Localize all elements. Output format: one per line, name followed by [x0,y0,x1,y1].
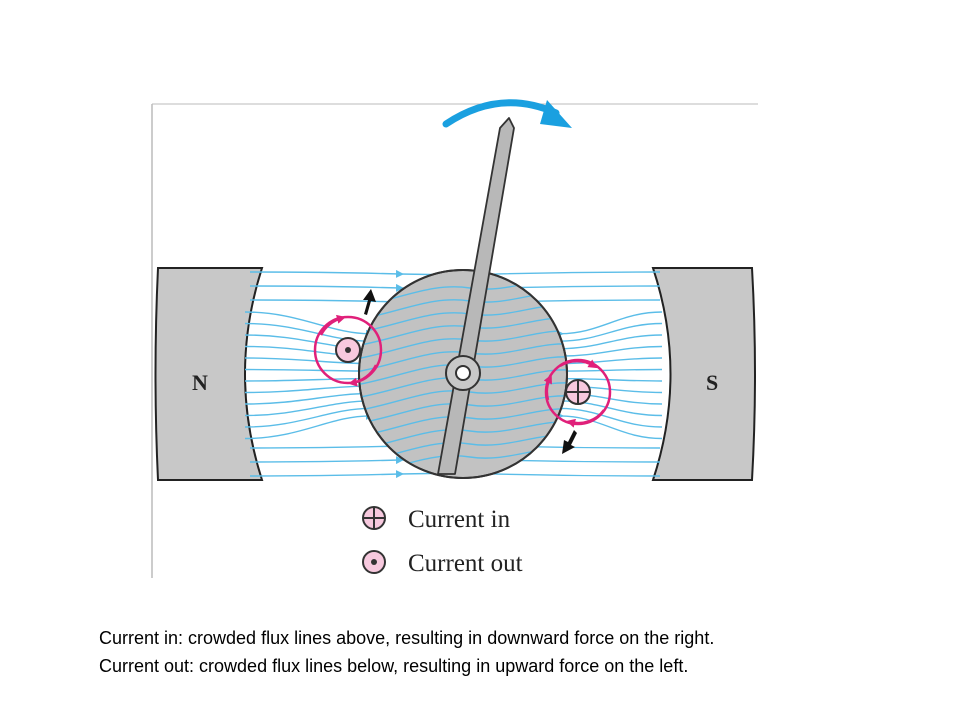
downward-force-arrow [562,430,577,454]
legend-current-out-symbol [362,550,386,574]
caption: Current in: crowded flux lines above, re… [99,624,939,680]
south-pole-magnet [651,267,756,481]
armature-flux-line [359,408,567,439]
legend-current-in-symbol [362,506,386,530]
legend-current-in-label: Current in [408,506,511,533]
conductor-current-in [543,358,612,428]
caption-line-1: Current in: crowded flux lines above, re… [99,628,715,648]
north-pole-magnet [154,267,264,481]
caption-line-2: Current out: crowded flux lines below, r… [99,656,689,676]
armature-flux-line [359,395,567,426]
armature-disc-outline [358,269,568,479]
north-pole-label: N [192,370,208,395]
armature-flux-line [359,421,567,452]
south-pole-label: S [706,370,718,395]
legend-current-out-label: Current out [408,550,523,577]
pivot-hole [455,365,471,381]
upward-force-arrow [363,289,376,315]
rotation-arrow-head [540,100,572,128]
conductor-current-out [313,314,383,387]
rotation-direction-arrow [442,99,560,128]
armature-flux-line [359,382,567,413]
legend: Current in Current out [362,506,523,577]
